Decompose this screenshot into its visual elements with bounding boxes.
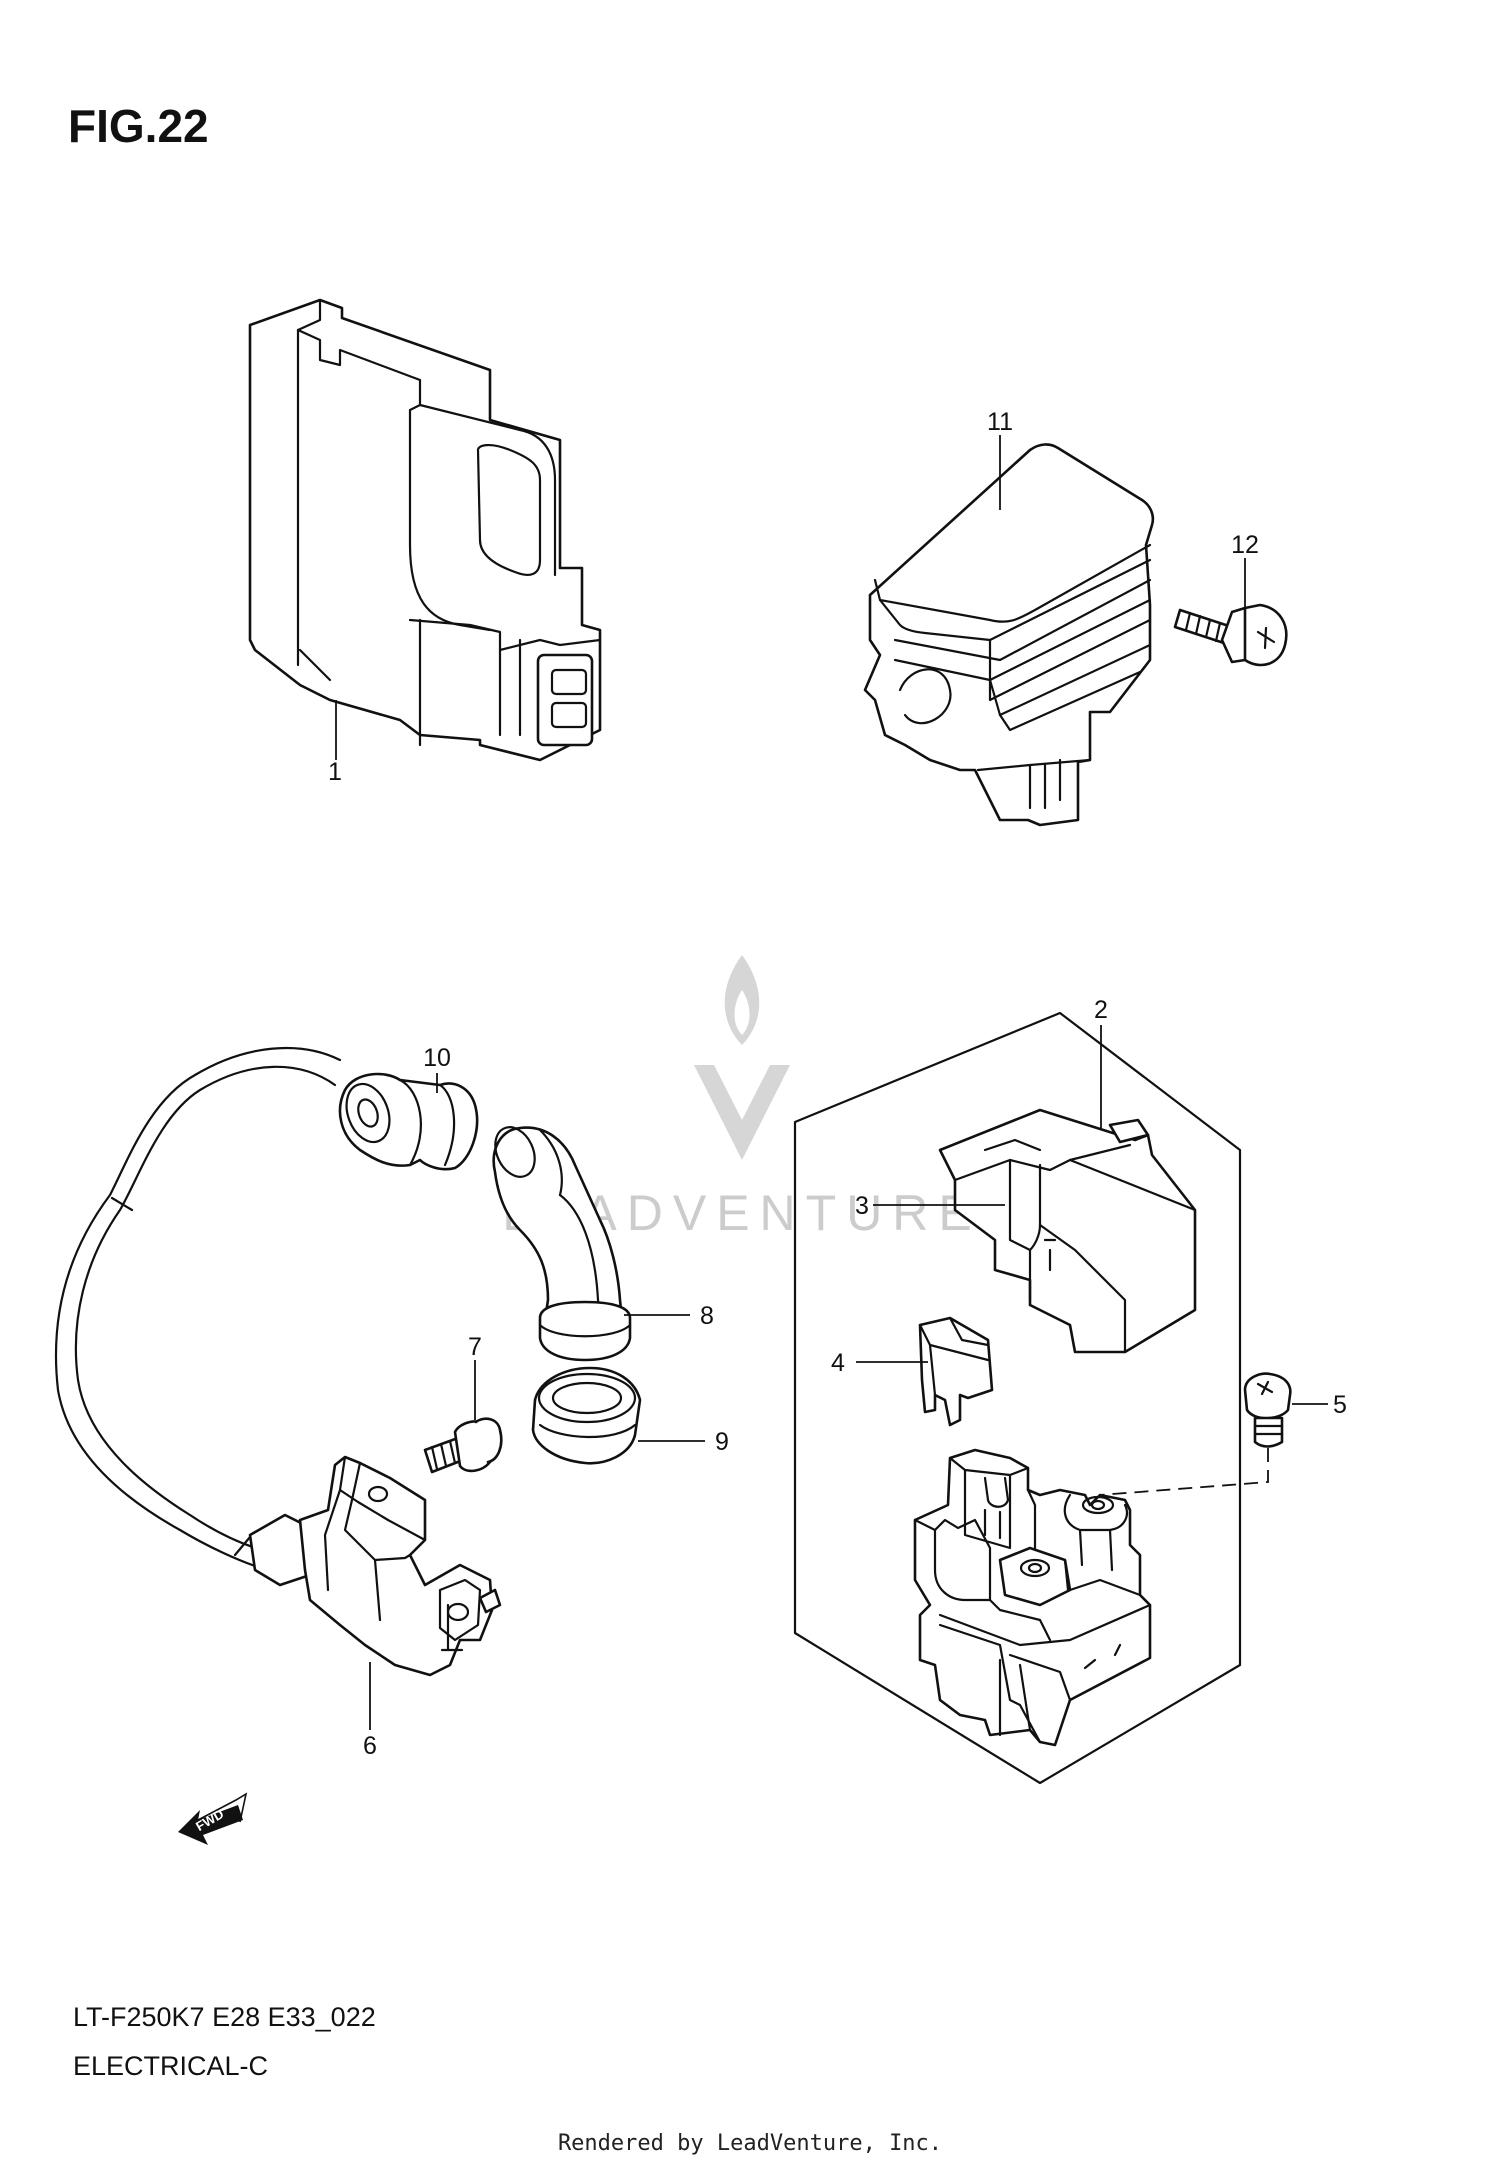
render-credit: Rendered by LeadVenture, Inc. <box>558 2131 942 2156</box>
callout-2[interactable]: 2 <box>1094 996 1108 1024</box>
callout-4[interactable]: 4 <box>831 1349 845 1377</box>
flame-chevron-logo-icon <box>694 955 790 1160</box>
callout-9[interactable]: 9 <box>715 1428 729 1456</box>
part-6-ignition-coil[interactable] <box>54 1046 502 1677</box>
figure-title: FIG.22 <box>68 100 209 152</box>
part-9-seal[interactable] <box>531 1366 642 1465</box>
part-5-screw[interactable] <box>1243 1372 1292 1448</box>
callout-1[interactable]: 1 <box>328 758 342 786</box>
callout-5[interactable]: 5 <box>1333 1391 1347 1419</box>
part-4-fuse[interactable] <box>918 1316 994 1427</box>
part-11-regulator-rectifier[interactable] <box>863 443 1155 827</box>
model-code: LT-F250K7 E28 E33_022 <box>73 2002 376 2032</box>
callout-12[interactable]: 12 <box>1231 531 1259 559</box>
part-3-relay-cover[interactable] <box>938 1108 1197 1354</box>
callout-3[interactable]: 3 <box>855 1192 869 1220</box>
section-name: ELECTRICAL-C <box>73 2051 268 2081</box>
part-12-bolt[interactable] <box>1173 603 1288 667</box>
callout-7[interactable]: 7 <box>468 1333 482 1361</box>
callout-6[interactable]: 6 <box>363 1732 377 1760</box>
callout-8[interactable]: 8 <box>700 1302 714 1330</box>
part-2-starter-relay[interactable] <box>913 1448 1152 1747</box>
part-7-bolt[interactable] <box>423 1417 503 1474</box>
part-10-grommet[interactable] <box>338 1072 479 1171</box>
part-8-spark-plug-cap[interactable] <box>488 1121 632 1362</box>
part-1-cdi-unit[interactable] <box>248 298 602 762</box>
part-2-assembly-outline[interactable] <box>793 1011 1242 1785</box>
screw-to-relay-dashed-line <box>1099 1448 1269 1496</box>
callout-10[interactable]: 10 <box>423 1044 451 1072</box>
forward-arrow-icon: FWD <box>178 1792 248 1845</box>
callout-11[interactable]: 11 <box>987 408 1013 436</box>
